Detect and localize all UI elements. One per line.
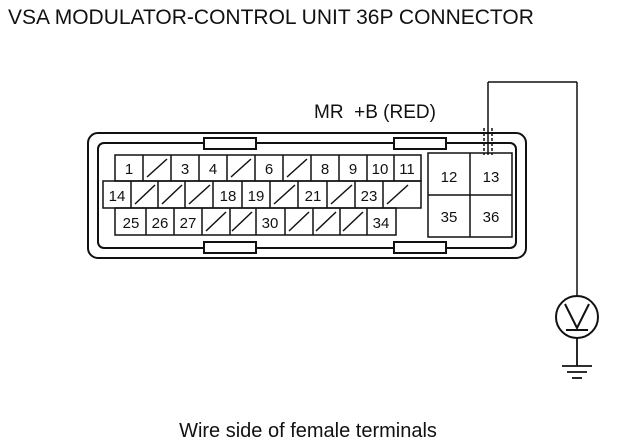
voltmeter-icon (555, 295, 599, 339)
terminal-6: 6 (265, 161, 273, 178)
terminal-12: 12 (441, 169, 458, 186)
probe-wire (483, 81, 578, 296)
diagram-caption: Wire side of female terminals (179, 420, 437, 442)
terminal-3: 3 (181, 161, 189, 178)
wire-label: MR +B (RED) (314, 102, 436, 123)
terminal-36: 36 (483, 209, 500, 226)
terminal-8: 8 (321, 161, 329, 178)
terminal-25: 25 (123, 215, 140, 232)
terminal-13: 13 (483, 169, 500, 186)
terminal-21: 21 (305, 188, 322, 205)
terminal-19: 19 (248, 188, 265, 205)
terminal-35: 35 (441, 209, 458, 226)
terminal-11: 11 (399, 161, 415, 178)
terminal-34: 34 (373, 215, 390, 232)
terminal-10: 10 (372, 161, 389, 178)
terminal-9: 9 (349, 161, 357, 178)
left-terminal-block (102, 154, 422, 236)
right-terminal-block (427, 152, 513, 238)
terminal-4: 4 (209, 161, 217, 178)
unused-cavity-marks (134, 158, 409, 232)
ground-icon (562, 338, 592, 379)
terminal-numbers: 1 3 4 6 8 9 10 11 14 18 19 21 23 25 26 2… (109, 161, 500, 232)
terminal-26: 26 (152, 215, 169, 232)
diagram-title: VSA MODULATOR-CONTROL UNIT 36P CONNECTOR (8, 6, 534, 29)
terminal-14: 14 (109, 188, 126, 205)
terminal-27: 27 (180, 215, 197, 232)
terminal-1: 1 (125, 161, 133, 178)
connector-housing (87, 132, 527, 259)
terminal-23: 23 (361, 188, 378, 205)
terminal-30: 30 (262, 215, 279, 232)
terminal-18: 18 (220, 188, 237, 205)
